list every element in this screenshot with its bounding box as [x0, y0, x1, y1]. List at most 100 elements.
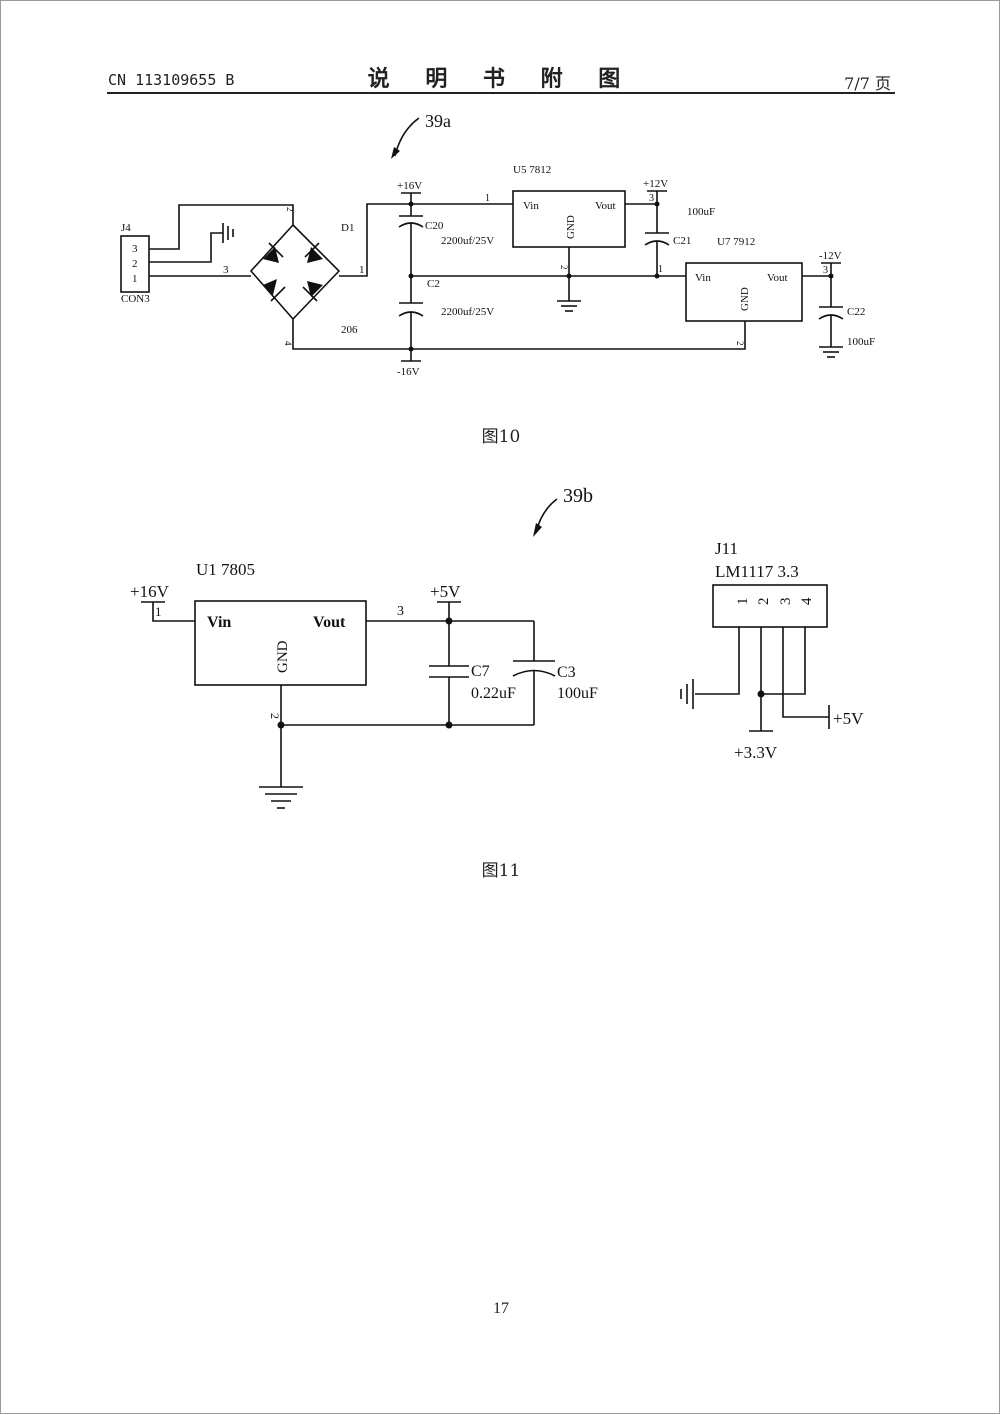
bridge-pin1: 1	[359, 264, 365, 276]
u1-label: U1 7805	[196, 560, 255, 579]
u1-pin1: 1	[155, 604, 162, 619]
j11-pin4: 4	[799, 597, 815, 605]
j11-pin3: 3	[778, 598, 794, 606]
u7-pin3: 3	[823, 265, 828, 276]
fig11-pointer-label: 39b	[563, 485, 593, 507]
c3-plate-bottom	[512, 669, 556, 677]
page-title: 说 明 书 附 图	[367, 66, 635, 92]
minus12-label: -12V	[819, 250, 842, 262]
bridge-rectifier-outline	[249, 223, 341, 321]
junction-j11-33	[757, 690, 765, 698]
j4-label: J4	[121, 222, 131, 234]
junction-plus12	[654, 201, 660, 207]
wire-j11-pin1-gnd	[695, 627, 740, 695]
bridge-diode-2	[304, 242, 323, 263]
u1-gnd: GND	[275, 640, 291, 673]
j11-label: J11	[715, 539, 738, 558]
u5-vout: Vout	[595, 200, 616, 212]
wire-minus16-rail	[292, 319, 746, 350]
figure-10-caption: 图10	[481, 427, 521, 447]
u1-pin3: 3	[397, 604, 404, 619]
junction-c7-gnd	[445, 721, 453, 729]
junction-u5-gnd	[566, 273, 572, 279]
u1-vout: Vout	[313, 614, 346, 631]
c7-label: C7	[471, 663, 490, 680]
header-rule	[107, 92, 895, 94]
wire-fig11-vin	[152, 602, 195, 622]
figure-11-caption: 图11	[481, 861, 521, 881]
document-number: CN 113109655 B	[108, 71, 235, 89]
u7-pin1: 1	[658, 264, 663, 275]
junction-minus16	[408, 346, 414, 352]
u7-label: U7 7912	[717, 236, 755, 248]
c2-value: 2200uf/25V	[441, 306, 494, 318]
plus12-label: +12V	[643, 178, 668, 190]
u5-label: U5 7812	[513, 164, 551, 176]
j11-plus5-label: +5V	[833, 709, 864, 728]
c7-value: 0.22uF	[471, 685, 516, 702]
u7-regulator-body	[685, 262, 803, 322]
bridge-part-label: 206	[341, 324, 358, 336]
junction-c21	[654, 273, 660, 279]
page-of-count: 7/7 页	[844, 74, 891, 93]
j4-con3-label: CON3	[121, 293, 150, 305]
bridge-pin3: 3	[223, 264, 229, 276]
c21-label: C21	[673, 235, 691, 247]
j4-pin2: 2	[132, 258, 138, 270]
j11-plus33-label: +3.3V	[734, 743, 778, 762]
j11-ground-symbol	[680, 679, 694, 709]
wire-plus16-rail	[339, 203, 513, 277]
fig10-pointer-label: 39a	[425, 111, 451, 131]
junction-minus12	[828, 273, 834, 279]
bridge-pin2: 2	[285, 207, 295, 212]
wire-j4-pin2	[149, 232, 223, 263]
j11-pin1: 1	[735, 598, 751, 606]
u5-pin1: 1	[485, 193, 490, 204]
wire-j4-pin3	[149, 204, 294, 250]
figure-11: 39b +16V 1 U1 7805 Vin Vout GND 3 +5V	[130, 485, 864, 809]
u5-pin3: 3	[649, 193, 654, 204]
u5-vin: Vin	[523, 200, 539, 212]
bridge-diode-3	[263, 279, 286, 302]
c20-value: 2200uf/25V	[441, 235, 494, 247]
c3-label: C3	[557, 664, 576, 681]
c22-value: 100uF	[847, 336, 875, 348]
u1-pin2: 2	[268, 713, 282, 719]
wire-j11-pin3	[782, 627, 829, 718]
junction-plus16	[408, 201, 414, 207]
bridge-diode-1	[263, 242, 284, 263]
j11-part-label: LM1117 3.3	[715, 562, 799, 581]
fig11-plus5-label: +5V	[430, 582, 461, 601]
plus16-label: +16V	[397, 180, 422, 192]
j11-pin2: 2	[756, 598, 772, 606]
junction-fig11-gnd	[277, 721, 285, 729]
j4-connector-body	[120, 235, 150, 293]
j4-pin3: 3	[132, 243, 138, 255]
u7-vout: Vout	[767, 272, 788, 284]
bridge-diode-4	[302, 281, 323, 302]
j4-pin1: 1	[132, 273, 138, 285]
junction-fig11-vout	[445, 617, 453, 625]
u1-vin: Vin	[207, 614, 231, 631]
c22-label: C22	[847, 306, 865, 318]
fig10-pointer-arrowhead	[391, 147, 400, 159]
minus16-label: -16V	[397, 366, 420, 378]
fig10-ground-symbol-u5	[557, 300, 581, 312]
u5-gnd: GND	[565, 215, 577, 239]
c20-label: C20	[425, 220, 444, 232]
u5-pin2: 2	[559, 265, 569, 270]
bridge-pin4: 4	[283, 341, 293, 346]
fig10-ground-symbol-c22	[819, 346, 843, 358]
c2-label: C2	[427, 278, 440, 290]
fig11-pointer-arrowhead	[533, 523, 542, 537]
figure-10: 39a J4 3 2 1 CON3 D1 206	[120, 111, 875, 378]
u7-gnd: GND	[739, 287, 751, 311]
wire-j11-pin4	[761, 627, 806, 695]
d1-label: D1	[341, 222, 354, 234]
fig11-ground-symbol	[259, 786, 303, 809]
j11-connector-body	[712, 584, 828, 628]
c3-value: 100uF	[557, 685, 598, 702]
u7-vin: Vin	[695, 272, 711, 284]
